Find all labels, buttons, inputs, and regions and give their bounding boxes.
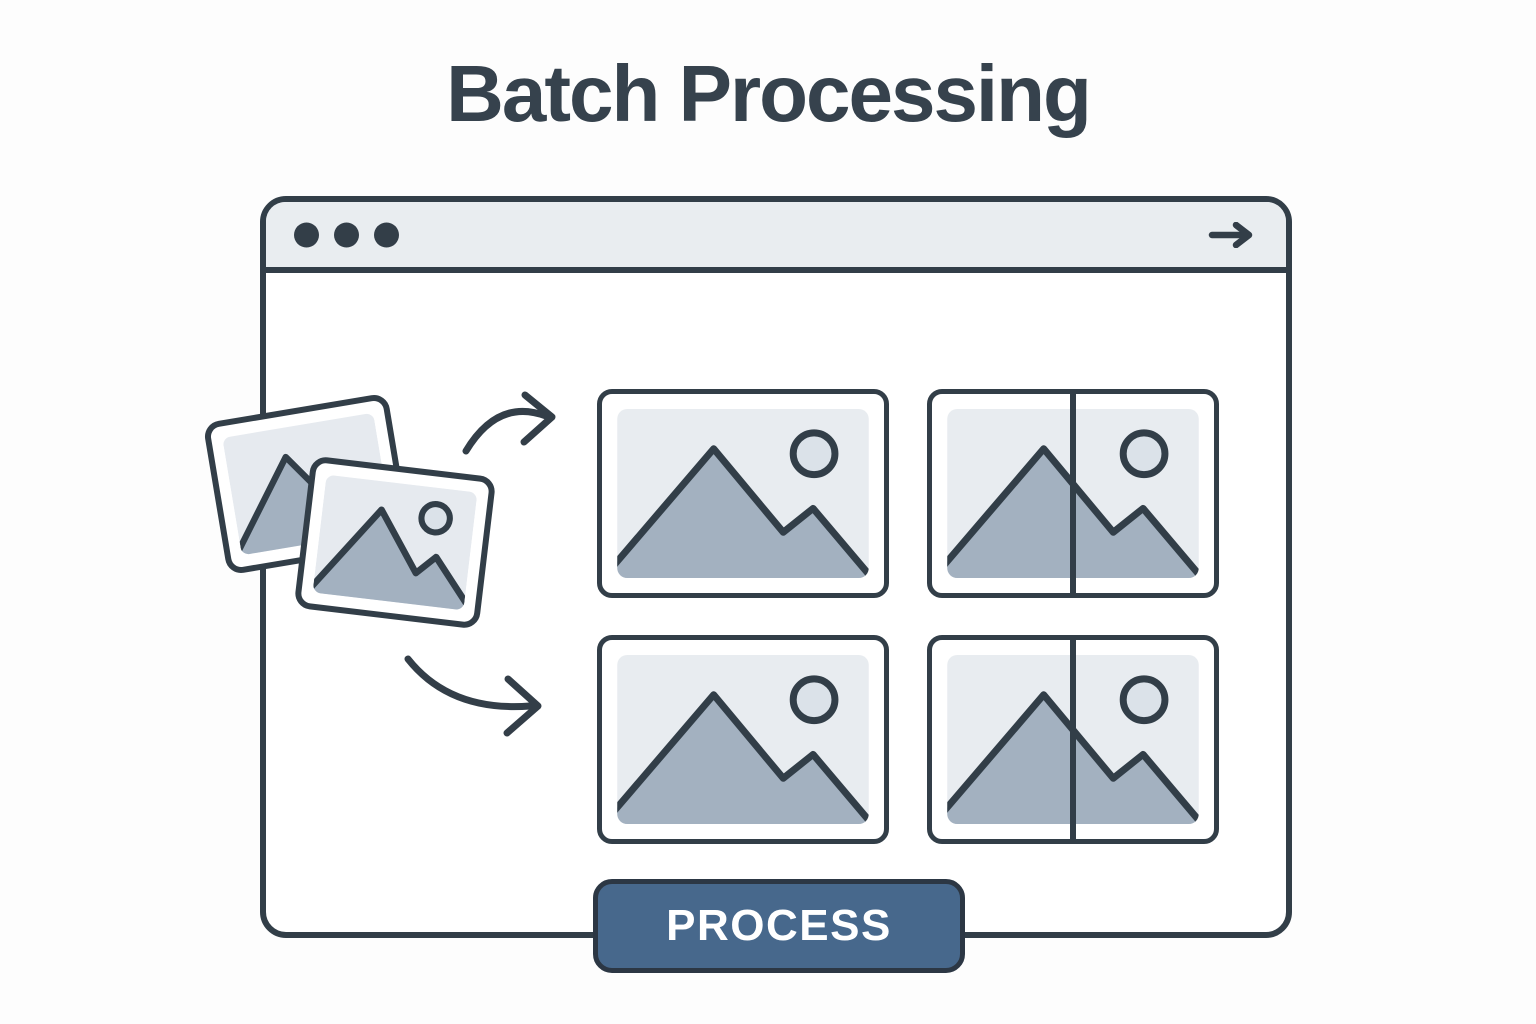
window-content: PROCESS — [266, 273, 1286, 973]
process-button[interactable]: PROCESS — [593, 879, 965, 973]
image-thumbnail[interactable] — [927, 389, 1219, 598]
source-photo-front — [293, 455, 497, 630]
photo-placeholder-icon — [617, 655, 869, 824]
image-thumbnail[interactable] — [597, 389, 889, 598]
window-dot-icon[interactable] — [294, 222, 319, 247]
image-thumbnail[interactable] — [927, 635, 1219, 844]
split-divider-line — [1070, 389, 1076, 598]
window-dot-icon[interactable] — [374, 222, 399, 247]
thumbnail-grid — [597, 389, 1219, 844]
arrow-right-icon[interactable] — [1208, 221, 1256, 248]
window-dot-icon[interactable] — [334, 222, 359, 247]
split-divider-line — [1070, 635, 1076, 844]
browser-window: PROCESS — [260, 196, 1292, 973]
window-titlebar — [266, 202, 1286, 273]
image-thumbnail[interactable] — [597, 635, 889, 844]
window-control-dots — [294, 222, 399, 247]
photo-placeholder-icon — [617, 409, 869, 578]
page-title: Batch Processing — [446, 49, 1092, 138]
photo-placeholder-icon — [312, 475, 478, 611]
